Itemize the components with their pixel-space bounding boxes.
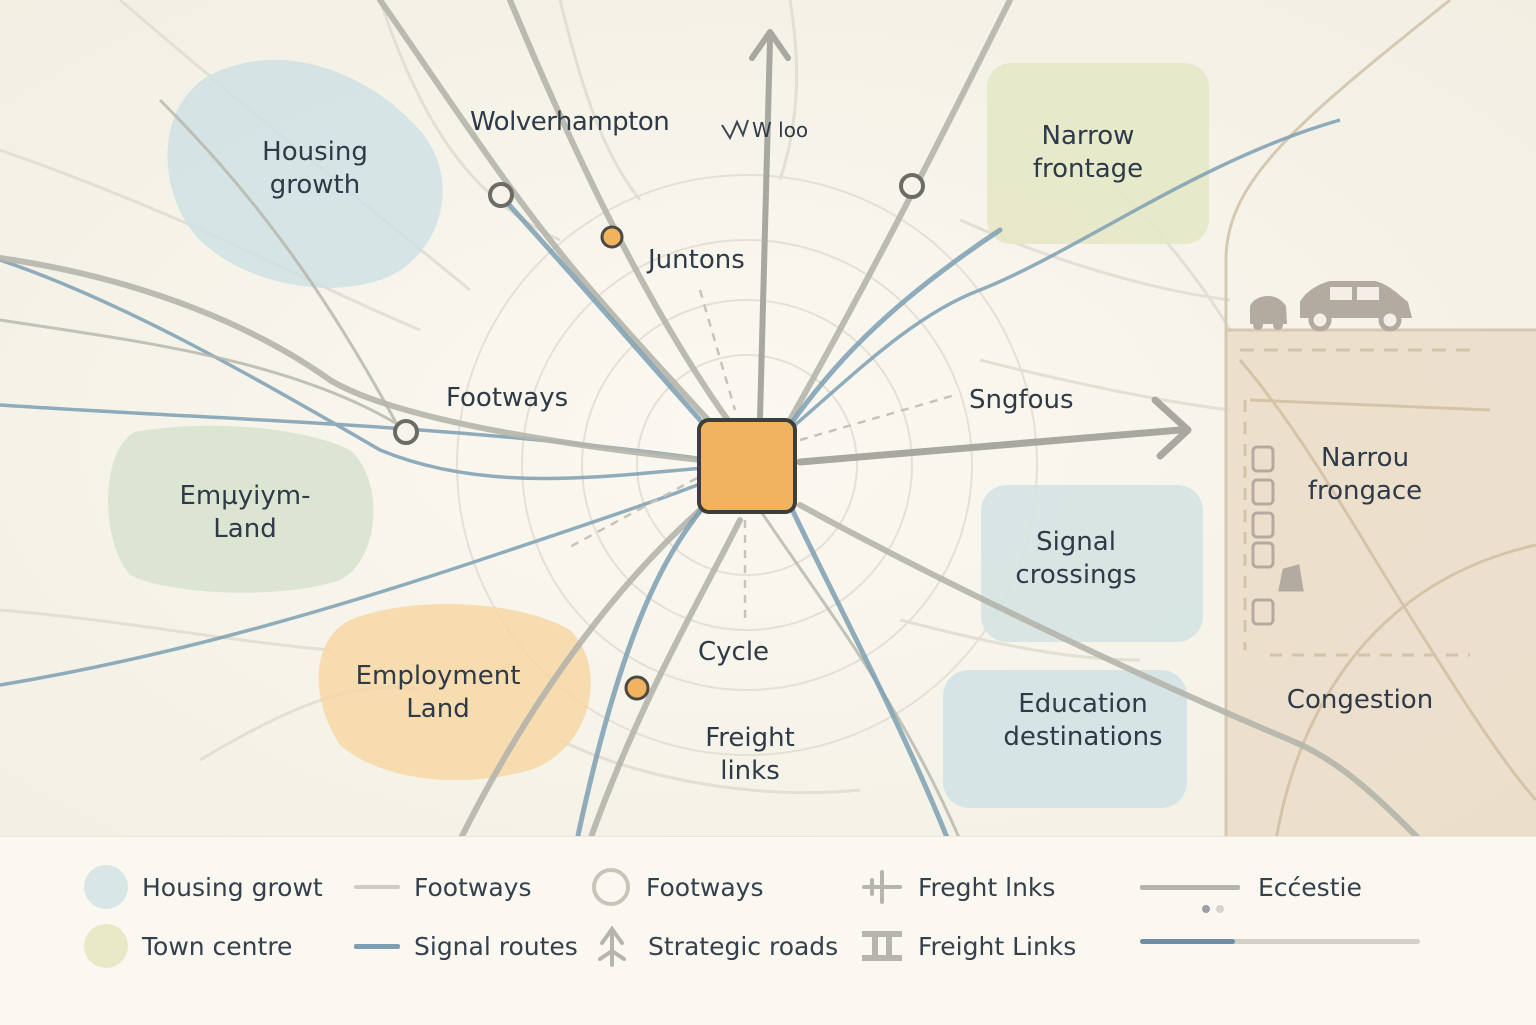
legend-label: Footways — [414, 872, 532, 902]
employment-land-green-zone — [108, 425, 374, 593]
legend-signal-routes: Signal routes — [354, 926, 578, 966]
car-icon-small — [1250, 296, 1287, 330]
grey-road-line-icon — [1140, 884, 1240, 890]
town-centre-swatch-icon — [84, 924, 128, 968]
concentric-rings — [456, 174, 1038, 756]
junction-ring-icon — [393, 419, 419, 445]
signal-crossings-zone — [981, 485, 1203, 642]
signal-crossings-label: Signal crossings — [1015, 527, 1137, 590]
dashed-leaders — [567, 289, 956, 620]
housing-growth-label: Housing growth — [262, 137, 368, 200]
legend-housing-growth: Housing growt — [84, 865, 323, 909]
legend-freight-links-cross: Freght lnks — [860, 867, 1055, 907]
education-destinations-label: Education destinations — [1003, 689, 1163, 752]
junction-dot-icon — [600, 225, 624, 249]
legend-footways-line: Footways — [354, 867, 531, 907]
place-label-small: W loo — [752, 118, 809, 142]
legend-label: Signal routes — [414, 931, 578, 961]
progress-track — [1140, 939, 1420, 944]
progress-fill — [1140, 939, 1236, 944]
junction-ring-icon — [899, 173, 925, 199]
queue-vehicle-icons — [1251, 445, 1304, 626]
strategic-road-north-arrow — [749, 29, 791, 421]
legend-label: Strategic roads — [648, 931, 839, 961]
housing-growth-zone — [167, 59, 443, 288]
dot-icon — [1216, 905, 1224, 913]
freight-bar-icon — [862, 931, 902, 961]
ring-icon — [592, 868, 630, 906]
footways-label: Footways — [446, 383, 569, 413]
signal-route-line-icon — [354, 943, 400, 949]
employment-land-label: Employment Land — [355, 661, 521, 724]
legend-label: Footways — [646, 872, 764, 902]
legend-strategic-roads: Strategic roads — [594, 925, 839, 967]
secondary-roads — [0, 98, 962, 840]
legend-label: Town centre — [142, 931, 293, 961]
transport-network-map — [0, 0, 1536, 840]
congestion-panel — [1226, 330, 1536, 840]
legend-ecestie: Ecćestie — [1140, 867, 1362, 907]
junction-nodes — [393, 173, 925, 701]
legend-label: Housing growt — [142, 872, 323, 902]
legend-label: Freght lnks — [918, 872, 1056, 902]
employment-land-orange-zone — [318, 603, 591, 781]
arrow-icon — [598, 925, 626, 967]
footway-spokes — [0, 0, 1423, 840]
congestion-label: Congestion — [1286, 685, 1434, 715]
junctions-label: Juntons — [648, 245, 745, 275]
junction-dot-icon — [624, 675, 650, 701]
cycle-label: Cycle — [698, 637, 770, 667]
congestion-roads — [1238, 348, 1536, 840]
signal-routes — [0, 118, 1341, 687]
housing-swatch-icon — [84, 865, 128, 909]
signal-spokes — [497, 192, 1003, 840]
signals-label: Sngfous — [969, 385, 1074, 415]
legend-footways-ring: Footways — [590, 867, 763, 907]
legend-label: Ecćestie — [1258, 872, 1362, 902]
legend-label: Freight Links — [918, 931, 1077, 961]
legend-freight-links-bar: Freight Links — [860, 926, 1076, 966]
place-label: Wolverhampton — [470, 107, 670, 137]
freight-links-label: Freight links — [705, 723, 795, 786]
footway-line-icon — [354, 885, 400, 889]
employment-land-green-label: Emµyiym- Land — [179, 481, 311, 544]
junction-ring-icon — [488, 182, 514, 208]
pager-dots — [1202, 905, 1224, 913]
cross-icon — [862, 870, 902, 904]
congestion-panel-edge — [1224, 0, 1451, 330]
map-legend: Housing growt Town centre Footways Signa… — [0, 836, 1536, 1025]
education-destinations-zone — [943, 670, 1187, 808]
narrow-frontage-right-label: Narrou frongace — [1307, 443, 1423, 506]
narrow-frontage-label: Narrow frontage — [1032, 121, 1144, 184]
strategic-road-east-arrow — [796, 396, 1192, 466]
w-squiggle-icon — [721, 119, 749, 141]
town-centre-hub[interactable] — [697, 418, 797, 514]
dot-icon — [1202, 905, 1210, 913]
congestion-panel-border — [1224, 328, 1536, 840]
legend-town-centre: Town centre — [84, 924, 293, 968]
car-icon-large — [1300, 281, 1412, 332]
